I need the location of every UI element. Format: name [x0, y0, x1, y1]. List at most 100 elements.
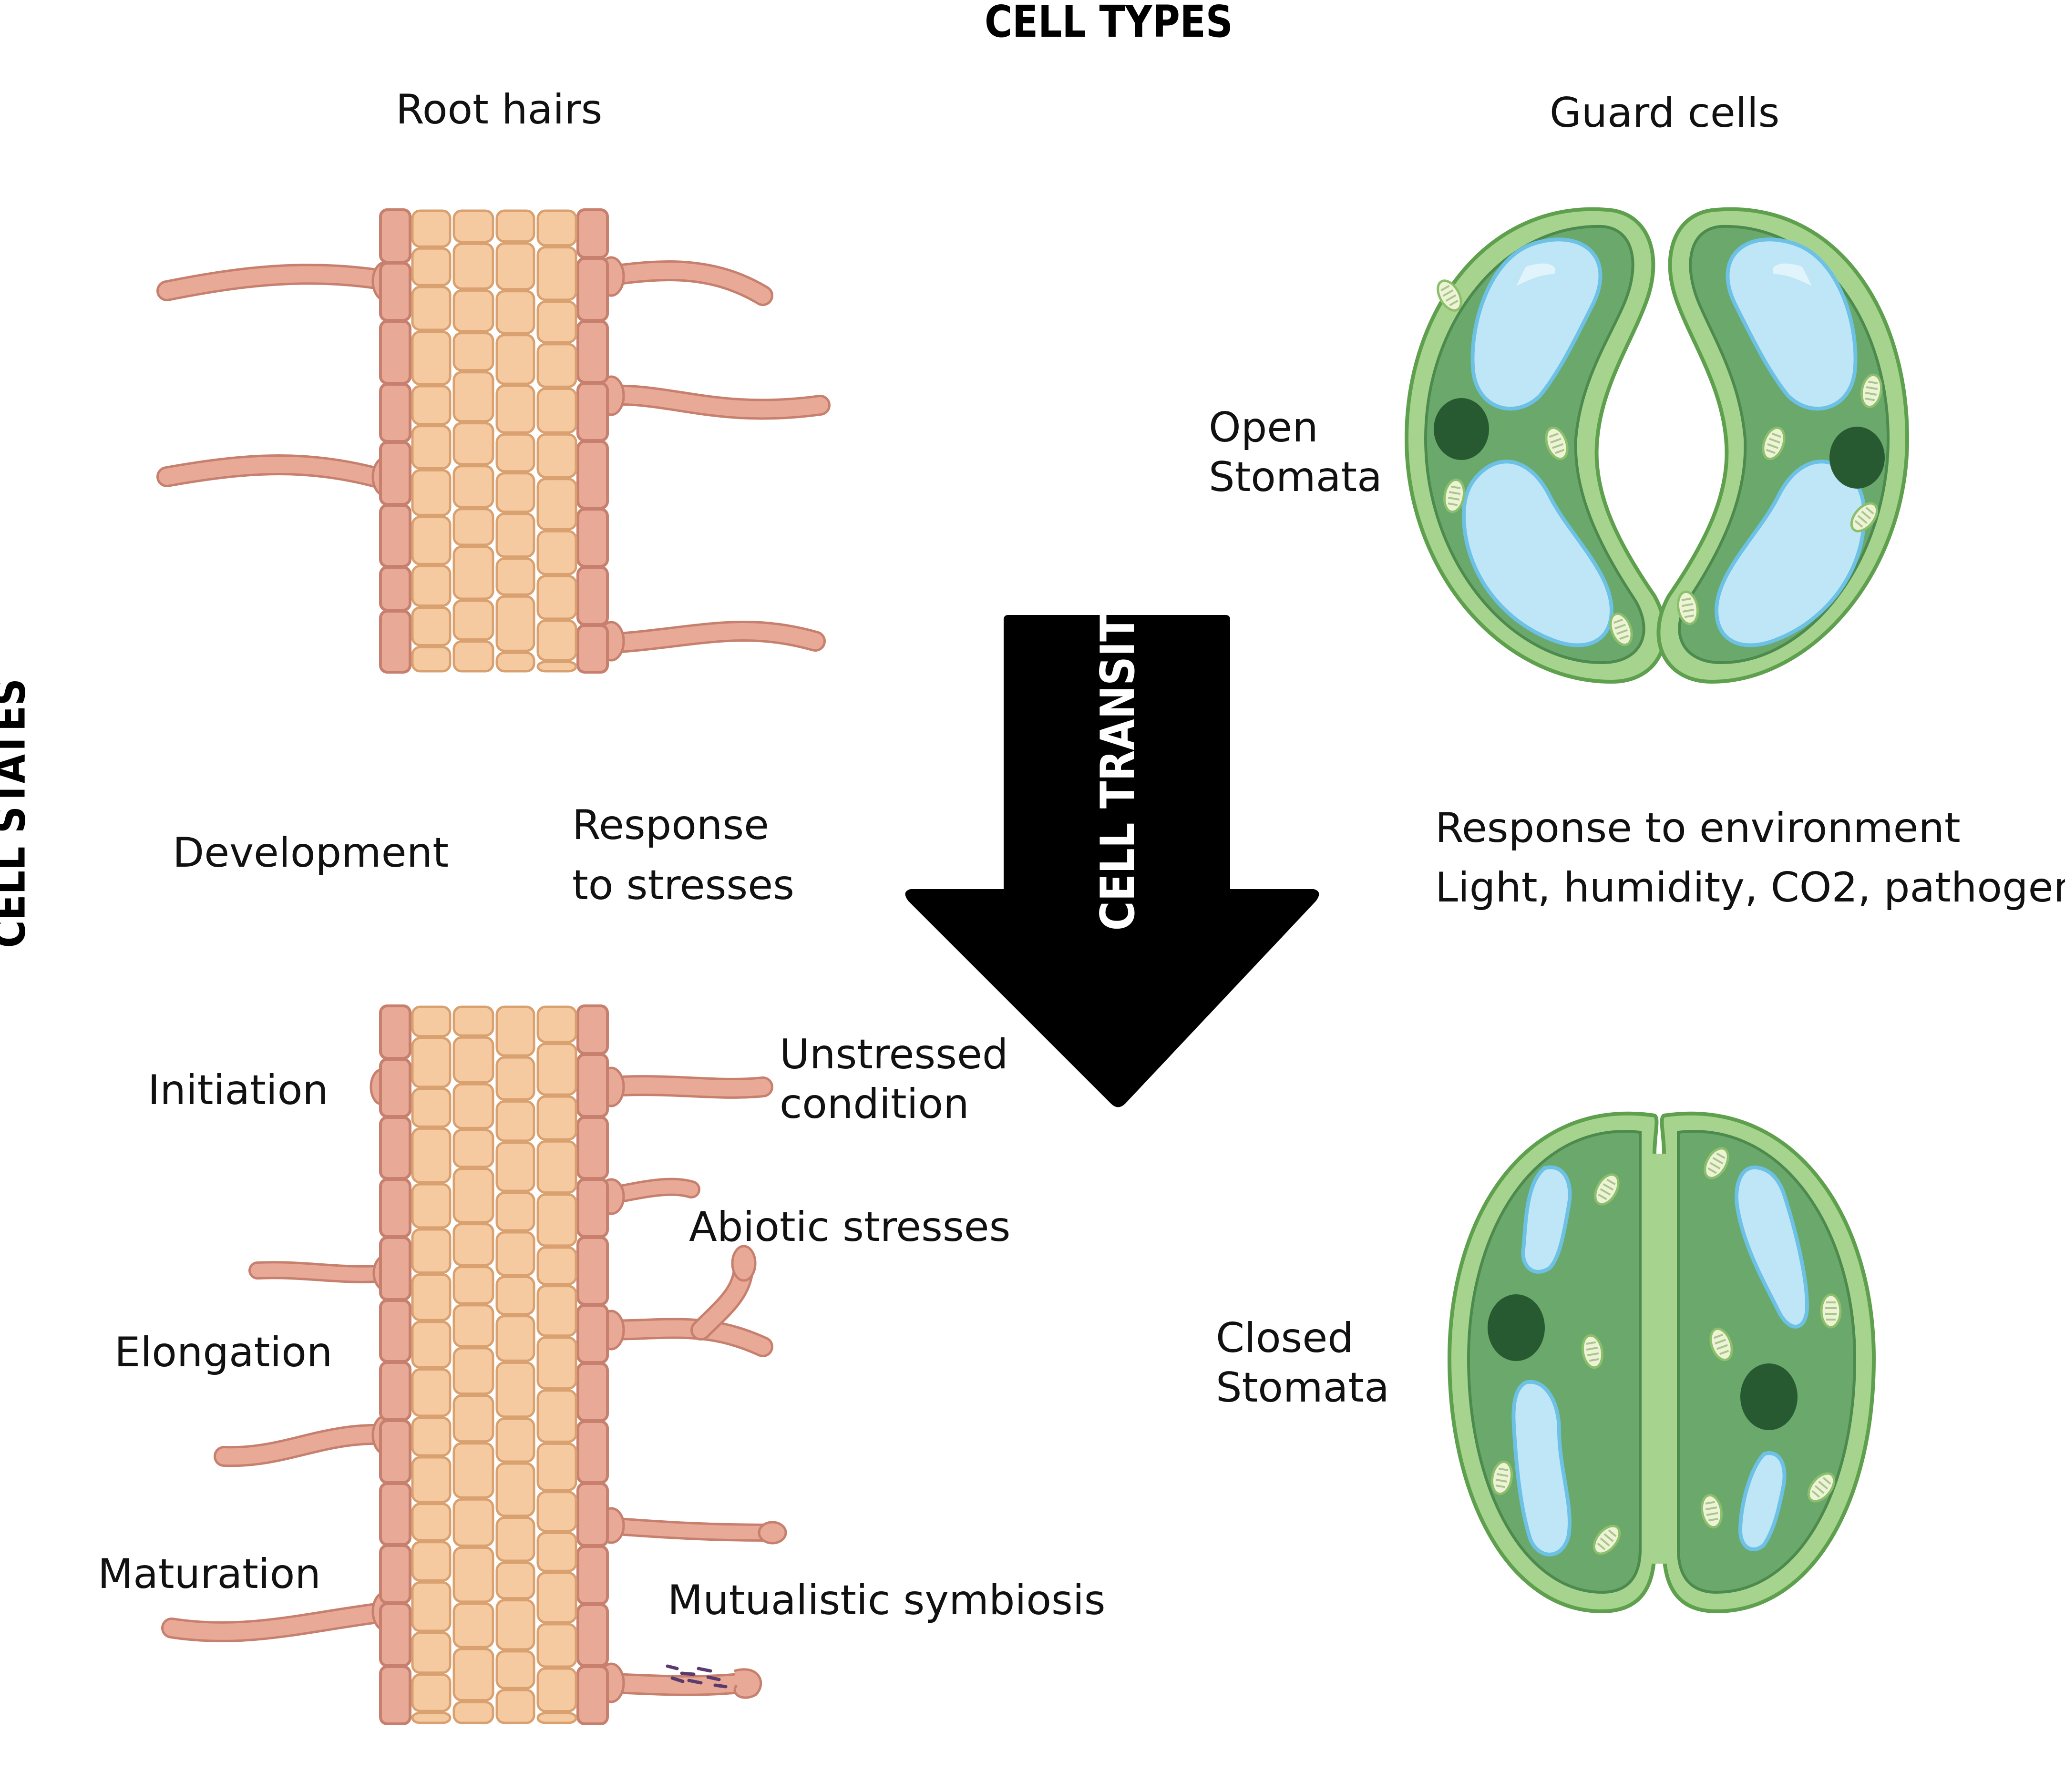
cortex-cell — [495, 290, 535, 335]
cortex-cell — [411, 1183, 452, 1229]
cortex-cell — [536, 574, 577, 620]
cortex-cell — [411, 606, 452, 646]
cortex-cell — [536, 1005, 577, 1044]
cortex-cell — [411, 1321, 452, 1369]
cortex-cell — [536, 1711, 577, 1724]
cortex-cell — [452, 545, 494, 600]
cortex-cell — [536, 1246, 577, 1286]
label-unstressed-condition: Unstressed condition — [780, 1031, 1008, 1128]
cortex-cell — [452, 1083, 494, 1129]
closed-stomata-nucleus-right — [1740, 1363, 1798, 1430]
cortex-cell — [452, 640, 494, 673]
cortex-cell — [495, 1315, 535, 1362]
cortex-cell — [411, 645, 452, 673]
cortex-cell — [452, 371, 494, 423]
cortex-cell — [536, 1043, 577, 1096]
cortex-cell — [411, 247, 452, 287]
label-elongation: Elongation — [114, 1329, 333, 1376]
cortex-cell — [495, 1561, 535, 1600]
cortex-cell — [536, 1571, 577, 1624]
cortex-cell — [411, 1228, 452, 1274]
root-bottom — [161, 1004, 787, 1725]
cortex-cell — [495, 1231, 535, 1277]
cortex-cell — [452, 1304, 494, 1348]
heading-cell-states: CELL STATES — [0, 678, 35, 948]
cortex-cell — [536, 1667, 577, 1712]
cortex-cell — [411, 425, 452, 470]
cortex-cell — [495, 1005, 535, 1057]
cortex-cell — [452, 242, 494, 290]
cortex-cell — [536, 619, 577, 661]
root-top-cortex — [411, 209, 577, 673]
open-stomata — [1404, 207, 1910, 684]
cortex-cell — [411, 1541, 452, 1582]
cortex-cell — [452, 332, 494, 372]
cortex-cell — [411, 385, 452, 426]
cortex-cell — [452, 508, 494, 546]
cortex-cell — [452, 422, 494, 466]
cortex-cell — [495, 1141, 535, 1192]
cortex-cell — [411, 1711, 452, 1724]
label-response-to-stresses: Response to stresses — [572, 801, 794, 909]
cortex-cell — [411, 1127, 452, 1184]
cortex-cell — [536, 1193, 577, 1247]
cortex-cell — [452, 1347, 494, 1395]
cortex-cell — [411, 330, 452, 386]
cortex-cell — [495, 1689, 535, 1724]
cortex-cell — [452, 599, 494, 641]
closed-stomata — [1447, 1111, 1876, 1614]
cortex-cell — [452, 1394, 494, 1443]
cortex-cell — [452, 1005, 494, 1037]
cortex-cell — [536, 300, 577, 344]
cortex-cell — [411, 1037, 452, 1088]
label-environment-factors: Light, humidity, CO2, pathogens — [1435, 864, 2065, 911]
cortex-cell — [495, 209, 535, 243]
root-bottom-cortex — [411, 1005, 577, 1724]
cortex-cell — [495, 472, 535, 513]
cortex-cell — [411, 1368, 452, 1417]
cortex-cell — [495, 242, 535, 291]
cortex-cell — [495, 1100, 535, 1142]
bacteria — [666, 1664, 728, 1689]
cortex-cell — [452, 289, 494, 333]
cortex-cell — [495, 1276, 535, 1316]
cortex-cell — [536, 343, 577, 388]
cortex-cell — [536, 387, 577, 434]
cortex-cell — [495, 1462, 535, 1517]
cortex-cell — [495, 595, 535, 652]
cortex-cell — [536, 209, 577, 247]
cortex-cell — [495, 651, 535, 673]
cortex-cell — [452, 1498, 494, 1547]
root-top-hairs — [156, 260, 831, 654]
cortex-cell — [495, 1056, 535, 1101]
cortex-cell — [495, 1361, 535, 1418]
cortex-cell — [536, 1095, 577, 1141]
cortex-cell — [536, 246, 577, 301]
cortex-cell — [536, 1140, 577, 1194]
cortex-cell — [411, 1005, 452, 1038]
cortex-cell — [452, 1223, 494, 1267]
cortex-cell — [495, 334, 535, 385]
cortex-cell — [536, 433, 577, 479]
cortex-cell — [411, 1503, 452, 1542]
cortex-cell — [495, 433, 535, 473]
label-cell-transition: CELL TRANSITION — [1091, 531, 1145, 931]
cortex-cell — [536, 1336, 577, 1390]
cortex-cell — [452, 1700, 494, 1724]
label-mutualistic-symbiosis: Mutualistic symbiosis — [668, 1577, 1106, 1624]
cortex-cell — [411, 469, 452, 516]
cortex-cell — [452, 1546, 494, 1603]
cortex-cell — [452, 1602, 494, 1649]
heading-cell-types: CELL TYPES — [985, 0, 1233, 47]
cortex-cell — [536, 1285, 577, 1337]
label-development: Development — [173, 829, 449, 877]
cortex-cell — [495, 384, 535, 434]
cortex-cell — [495, 1417, 535, 1463]
cortex-cell — [452, 1036, 494, 1084]
label-guard-cells: Guard cells — [1550, 89, 1780, 137]
cortex-cell — [536, 530, 577, 575]
root-top — [156, 208, 831, 674]
cortex-cell — [411, 1087, 452, 1128]
